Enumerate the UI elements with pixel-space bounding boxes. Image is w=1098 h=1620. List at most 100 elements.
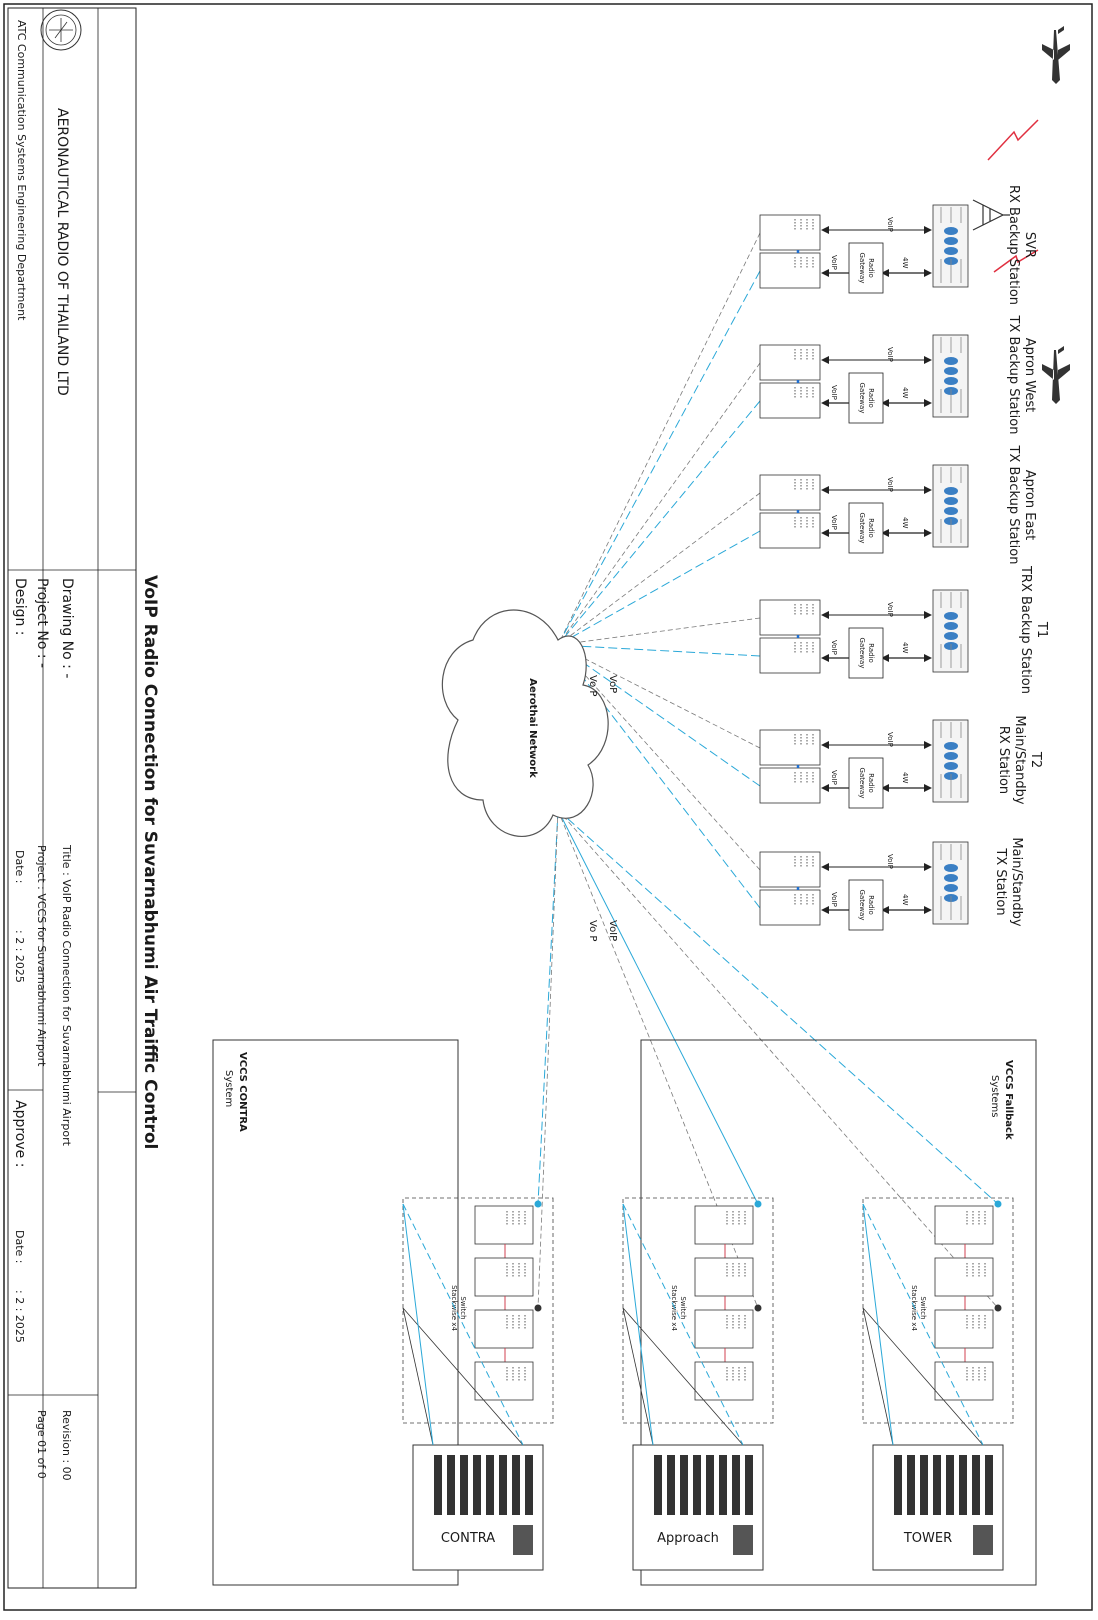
network-switch-icon (759, 729, 821, 766)
console-panel (460, 1455, 468, 1515)
vccs-contra-title: VCCS CONTRA (237, 1052, 248, 1132)
station-6-name: SVR (1022, 232, 1037, 258)
radio-unit (944, 507, 958, 515)
link-voip-label: VoIP (830, 255, 838, 270)
arrow-head (821, 654, 829, 662)
link-4w-label: 4W (901, 257, 909, 268)
link-4w-label: 4W (901, 894, 909, 905)
console-panel (706, 1455, 714, 1515)
console-panel (693, 1455, 701, 1515)
vccs-contra-subtitle: System (223, 1070, 234, 1107)
network-label: Aerothai Network (527, 678, 538, 778)
radio-rack-icon (932, 841, 969, 925)
arrow-head (924, 863, 932, 871)
radio-gateway-box (848, 502, 884, 554)
radio-unit (944, 864, 958, 872)
link-voip-label: VoIP (886, 602, 894, 617)
link-to-network (557, 644, 761, 749)
arrow-head (821, 399, 829, 407)
switch-stack-box (402, 1197, 554, 1424)
network-switch-icon (759, 214, 821, 251)
network-switch-icon (759, 512, 821, 549)
link-4w-label: 4W (901, 772, 909, 783)
network-switch-icon (759, 851, 821, 888)
radio-rack-icon (932, 204, 969, 288)
stack-label: Stackwise x4 (910, 1285, 918, 1331)
arrow-head (924, 399, 932, 407)
stack-to-position (862, 1203, 984, 1446)
link-to-network (557, 644, 761, 787)
arrow-head (924, 269, 932, 277)
arrow-head (924, 486, 932, 494)
radio-stations: 4WRadioGatewayVoIPVoIP4WRadioGatewayVoIP… (759, 204, 969, 931)
aircraft-icon (1042, 26, 1070, 84)
radio-unit (944, 762, 958, 770)
radio-gateway-box (848, 627, 884, 679)
arrow-head (881, 399, 889, 407)
network-switch-icon (694, 1361, 754, 1401)
station-5-name: TX Backup Station (1006, 315, 1021, 435)
arrow-head (924, 784, 932, 792)
network-switch-icon (474, 1361, 534, 1401)
aerothai-network-cloud: Aerothai Network (441, 609, 609, 837)
aircraft-icon (1042, 346, 1070, 404)
network-switch-icon (934, 1309, 994, 1349)
console-panel (972, 1455, 980, 1515)
arrow-head (821, 906, 829, 914)
link-to-vccs (557, 809, 999, 1309)
link-label: Vo P (587, 675, 598, 696)
console-panel (654, 1455, 662, 1515)
radio-unit (944, 742, 958, 750)
arrow-head (924, 741, 932, 749)
uplink-dot (534, 1304, 542, 1312)
station-3-name: T1 (1034, 621, 1049, 638)
link-4w-label: 4W (901, 642, 909, 653)
station-2-name: Main/Standby (1012, 715, 1027, 804)
arrow-head (881, 529, 889, 537)
drawing-title: Title : VoIP Radio Connection for Suvarn… (60, 844, 73, 1147)
stack-to-position (622, 1307, 654, 1446)
sheet-border (3, 3, 1093, 1611)
network-switch-icon (934, 1257, 994, 1297)
radio-gateway-box (848, 242, 884, 294)
link-to-network (557, 644, 761, 871)
link-to-network (557, 400, 761, 646)
link-to-network (557, 270, 761, 646)
link-voip-label: VoIP (830, 770, 838, 785)
radio-unit (944, 247, 958, 255)
network-switch-icon (759, 599, 821, 636)
station-2-name: T2 (1028, 751, 1043, 768)
network-switch-icon (759, 382, 821, 419)
switch-stack-box (622, 1197, 774, 1424)
link-4w-label: 4W (901, 387, 909, 398)
arrow-head (881, 906, 889, 914)
link-voip-label: VoIP (886, 854, 894, 869)
station-3-name: TRX Backup Station (1018, 565, 1033, 694)
approve-date-label: Date : (13, 1230, 26, 1264)
radio-gateway-label: Gateway (858, 890, 866, 921)
vccs-fallback-title: VCCS Fallback (1003, 1060, 1014, 1140)
console-panel (434, 1455, 442, 1515)
link-voip-label: VoIP (830, 892, 838, 907)
radio-gateway-label: Radio (867, 643, 875, 663)
radio-unit (944, 367, 958, 375)
radio-unit (944, 487, 958, 495)
design-date-label: Date : (13, 850, 26, 884)
link-label: VoIP (607, 920, 618, 941)
radio-unit (944, 377, 958, 385)
arrow-head (881, 269, 889, 277)
arrow-head (924, 906, 932, 914)
title-block: AERONAUTICAL RADIO OF THAILAND LTD ATC C… (7, 7, 137, 1589)
link-voip-label: VoIP (830, 385, 838, 400)
switch-label: Switch (459, 1296, 467, 1319)
uplink-dot (754, 1304, 762, 1312)
link-to-network (557, 492, 761, 646)
station-labels: Main/Standby TX Station T2 Main/Standby … (993, 185, 1049, 927)
console-panel (985, 1455, 993, 1515)
radio-gateway-label: Gateway (858, 768, 866, 799)
project-name: Project : VCCS for Suvarnabhumi Airport (35, 845, 48, 1067)
link-label: VoP (607, 675, 618, 693)
